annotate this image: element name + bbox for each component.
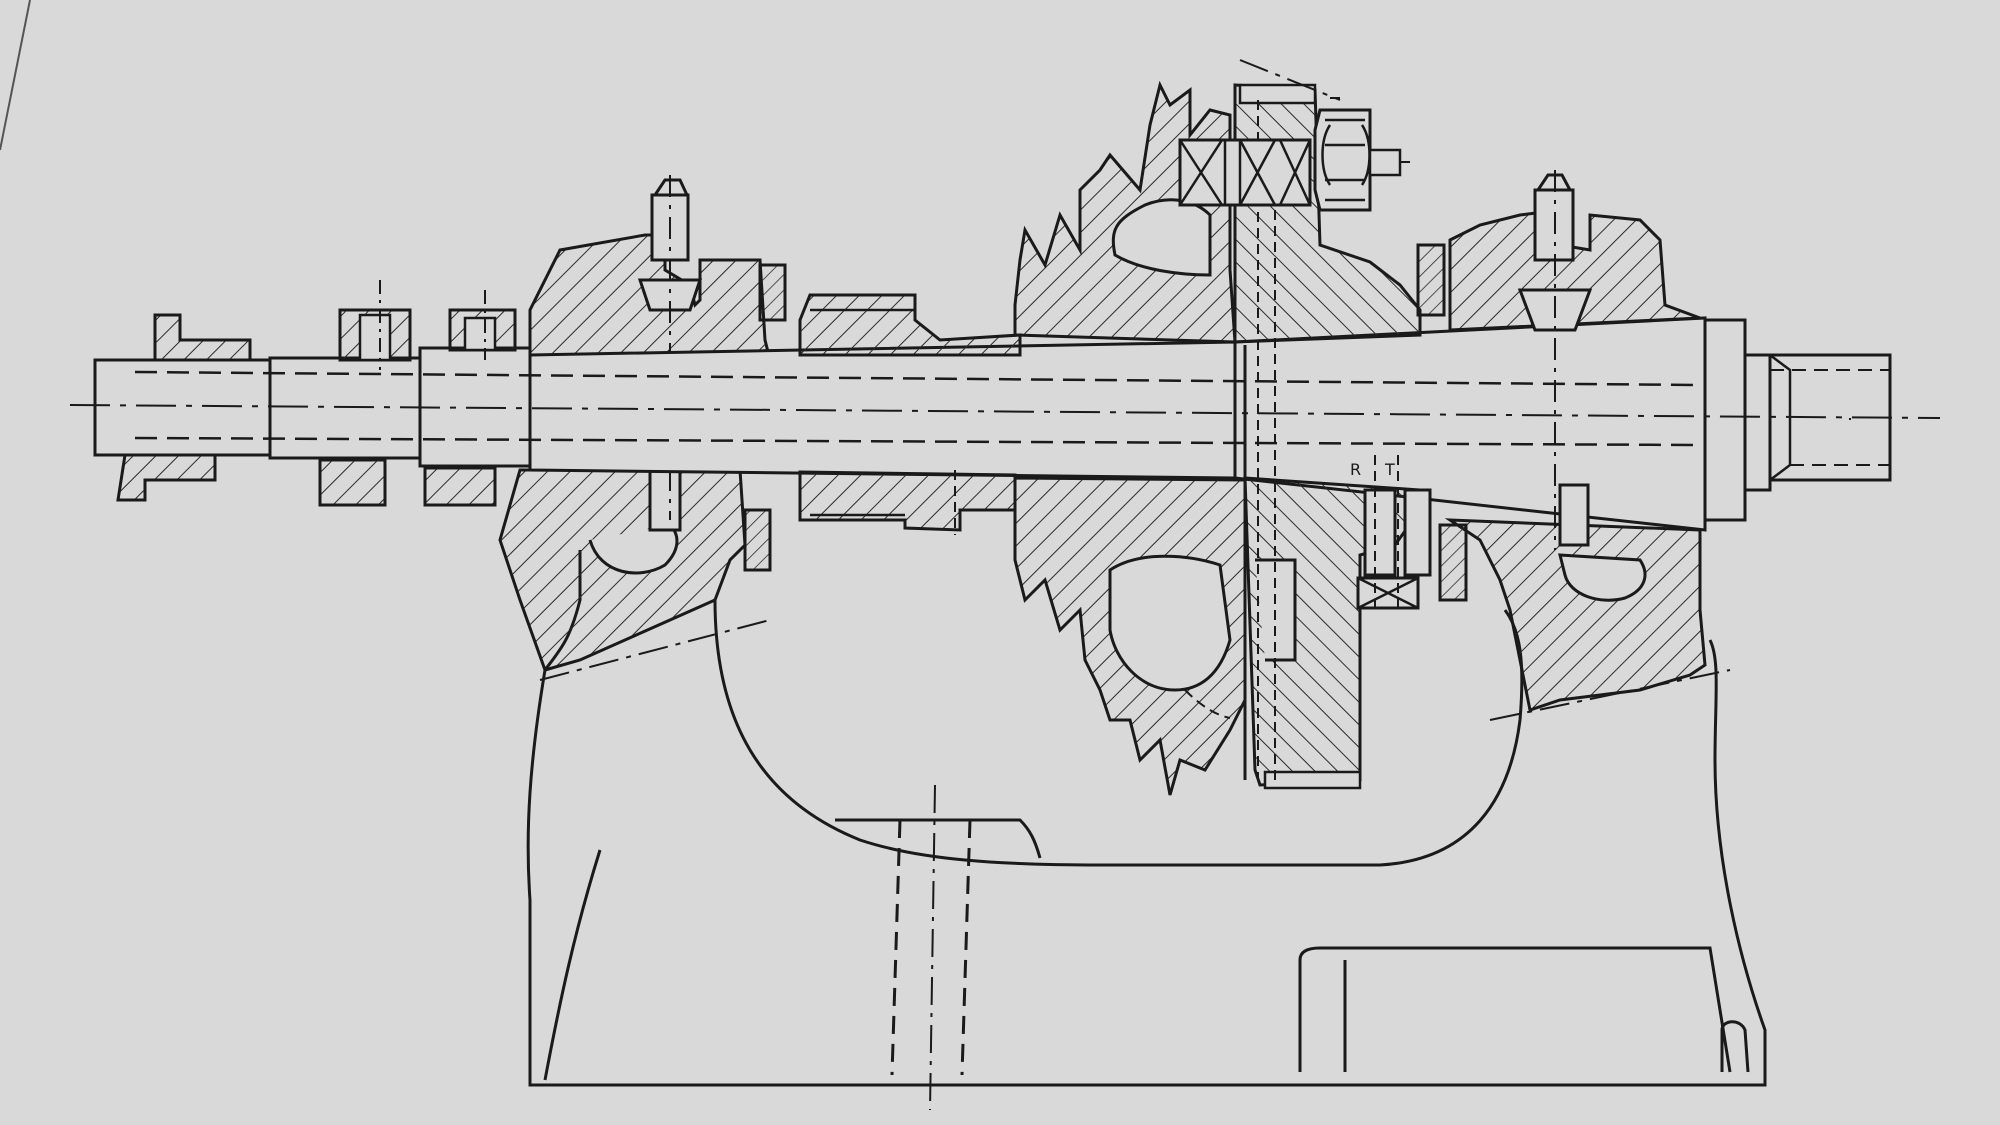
key-label-2: T — [1384, 460, 1395, 479]
right-flange-disc — [1233, 83, 1422, 790]
left-bearing-housing — [498, 175, 787, 672]
key-label-1: R — [1350, 460, 1361, 479]
central-pulley — [1013, 80, 1247, 796]
base-bolt-hole-lines — [890, 819, 972, 1076]
right-bearing-housing — [1416, 170, 1707, 712]
shaft-bore-lines — [134, 370, 1701, 447]
construction-centerlines — [539, 59, 1851, 721]
paper-edge-line — [0, 0, 31, 151]
base-centerline — [929, 784, 936, 1111]
flange-bolt-bottom: R T — [1350, 455, 1432, 610]
shaft-centerline — [69, 404, 1941, 419]
middle-sleeve — [798, 293, 1022, 535]
flange-bolt-top — [1178, 97, 1410, 212]
